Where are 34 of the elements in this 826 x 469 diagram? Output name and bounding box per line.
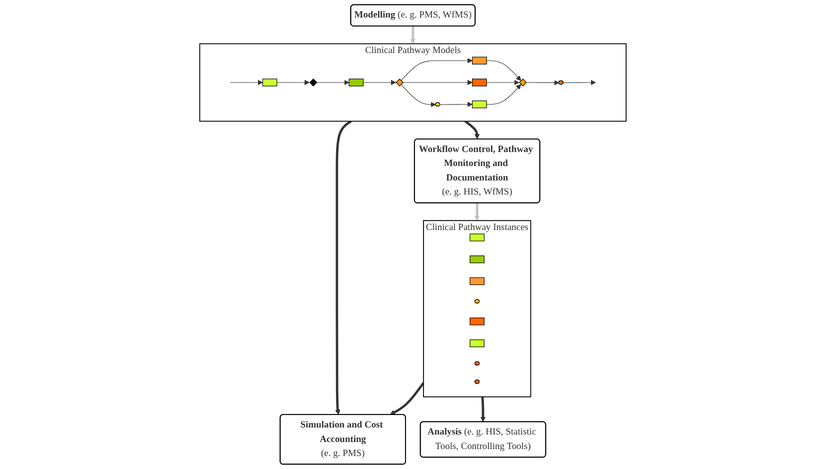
- node-box: [472, 56, 487, 64]
- arrow: [316, 80, 350, 86]
- arrow: [486, 84, 522, 105]
- arrow: [486, 80, 520, 86]
- node-box: [470, 256, 485, 264]
- node-box: [262, 78, 278, 86]
- arrow: [335, 120, 352, 415]
- arrow: [230, 80, 264, 86]
- arrow: [400, 84, 436, 108]
- node-box: [470, 339, 485, 348]
- arrow: [480, 396, 486, 422]
- arrow: [526, 80, 560, 86]
- node-diamond: [396, 78, 404, 86]
- arrow: [400, 58, 473, 81]
- node-box: [470, 234, 485, 242]
- node-box: [472, 78, 487, 86]
- arrow: [402, 80, 473, 86]
- node-box: [348, 78, 364, 86]
- node-box: [470, 318, 485, 326]
- node-diamond: [309, 78, 318, 86]
- arrow: [276, 80, 310, 86]
- cluster: Clinical Pathway Instances: [423, 220, 532, 398]
- cluster: Clinical Pathway Models: [199, 43, 627, 122]
- arrow: [474, 202, 480, 221]
- arrow: [440, 102, 473, 107]
- arrow: [390, 382, 424, 415]
- arrow: [563, 80, 596, 86]
- arrow: [486, 60, 522, 81]
- arrow: [464, 120, 480, 140]
- arrow: [363, 80, 396, 86]
- node-box: [470, 277, 485, 286]
- node-diamond: [519, 78, 527, 86]
- node-box: [472, 100, 487, 108]
- arrow: [410, 26, 416, 44]
